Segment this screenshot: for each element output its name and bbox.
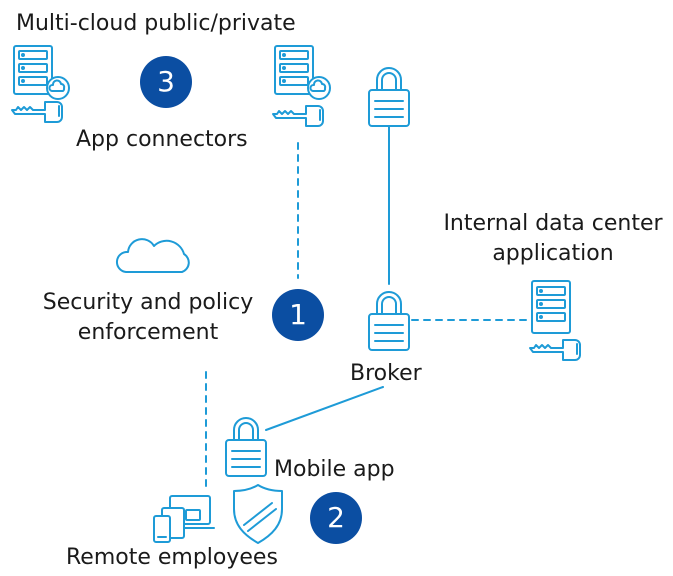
- server-icon: [531, 280, 571, 334]
- label-mobile-app: Mobile app: [274, 457, 395, 482]
- server-cloud-icon: [13, 45, 70, 100]
- key-icon: [529, 339, 581, 361]
- padlock-icon: [368, 291, 410, 351]
- label-broker: Broker: [350, 361, 422, 386]
- label-app-connectors: App connectors: [76, 127, 248, 152]
- devices-icon: [153, 495, 215, 543]
- shield-icon: [233, 484, 283, 544]
- step-badge-1: 1: [272, 289, 324, 341]
- label-multi-cloud: Multi-cloud public/private: [16, 11, 296, 36]
- label-internal-dc-line2: application: [492, 241, 614, 266]
- connector-line-broker-to-mobile: [265, 386, 384, 431]
- key-icon: [11, 101, 63, 123]
- label-internal-dc: Internal data center: [443, 211, 663, 236]
- step-badge-3: 3: [140, 56, 192, 108]
- padlock-icon: [225, 417, 267, 477]
- label-security-policy: Security and policy: [42, 290, 254, 315]
- cloud-icon: [116, 238, 190, 273]
- server-cloud-icon: [274, 45, 331, 100]
- label-security-policy-line2: enforcement: [77, 320, 219, 345]
- step-badge-2: 2: [310, 492, 362, 544]
- key-icon: [272, 105, 324, 127]
- padlock-icon: [368, 67, 410, 127]
- label-remote-employees: Remote employees: [66, 545, 278, 570]
